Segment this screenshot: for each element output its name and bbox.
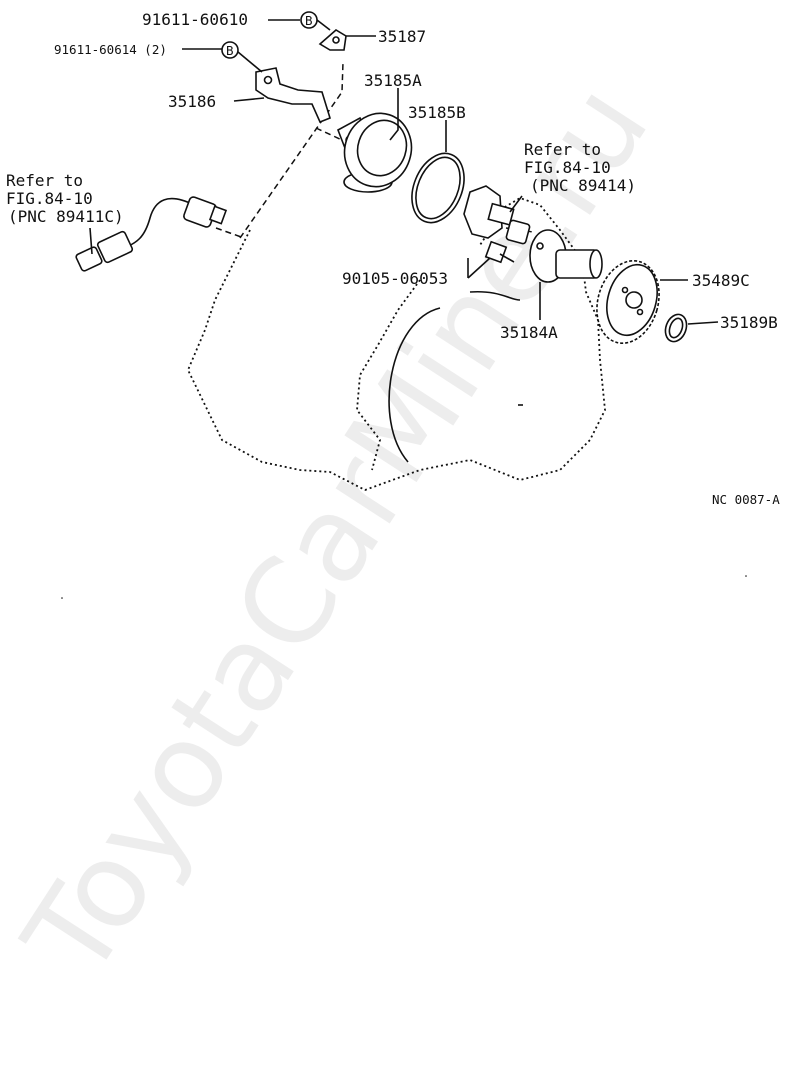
callout-35185B: 35185B (408, 103, 466, 122)
bracket-35186 (255, 67, 331, 124)
marker-b-1: B (300, 11, 318, 29)
transmission-case (187, 197, 606, 491)
watermark: ToyotaCarMine.ru (0, 61, 675, 1002)
speed-sensor (75, 196, 228, 272)
svg-text:B: B (305, 13, 313, 28)
callout-91611-60610: 91611-60610 (142, 10, 248, 29)
callout-35185A: 35185A (364, 71, 422, 90)
callout-90105-06053: 90105-06053 (342, 269, 448, 288)
svg-text:Refer to: Refer to (6, 171, 83, 190)
callout-35187: 35187 (378, 27, 426, 46)
o-ring-35185B (411, 152, 465, 224)
svg-text:B: B (226, 43, 234, 58)
drive-gear-35489C (596, 259, 660, 345)
svg-text:(PNC 89414): (PNC 89414) (530, 176, 636, 195)
callout-35186: 35186 (168, 92, 216, 111)
driven-gear-sleeve-35185A (337, 112, 413, 193)
callout-91611-60614: 91611-60614 (2) (54, 42, 167, 57)
reference-right: Refer to FIG.84-10 (PNC 89414) (524, 140, 636, 195)
svg-text:Refer to: Refer to (524, 140, 601, 159)
leader-lines (89, 19, 719, 325)
bracket-35187 (318, 29, 347, 51)
figure-code: NC 0087-A (712, 492, 780, 507)
marker-b-2: B (221, 41, 239, 59)
drive-shaft-35184A (529, 229, 603, 283)
svg-text:(PNC 89411C): (PNC 89411C) (8, 207, 124, 226)
callout-35189B: 35189B (720, 313, 778, 332)
speed-sensor-right (463, 185, 531, 245)
bolt-90105 (484, 240, 515, 264)
callout-35184A: 35184A (500, 323, 558, 342)
callout-35489C: 35489C (692, 271, 750, 290)
svg-text:FIG.84-10: FIG.84-10 (524, 158, 611, 177)
svg-text:FIG.84-10: FIG.84-10 (6, 189, 93, 208)
reference-left: Refer to FIG.84-10 (PNC 89411C) (6, 171, 124, 226)
snap-ring-35189B (664, 313, 688, 343)
